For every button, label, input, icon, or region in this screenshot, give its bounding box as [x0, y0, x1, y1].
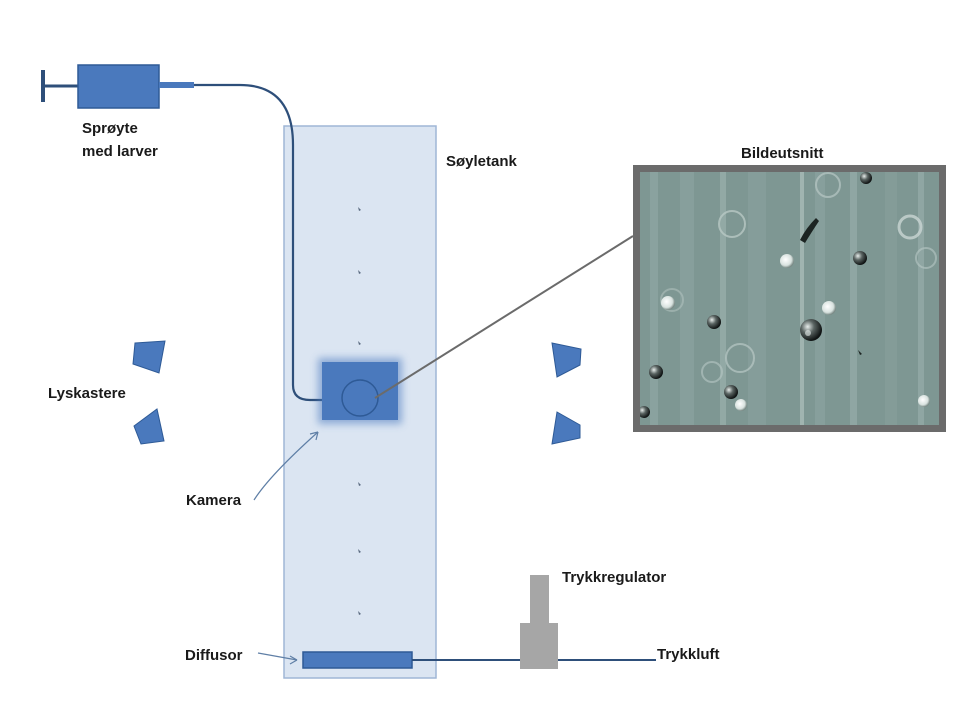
spotlight-left-top-icon — [132, 340, 166, 374]
spotlight-left-bottom-icon — [133, 408, 165, 445]
image-section-label: Bildeutsnitt — [741, 145, 824, 162]
larva-icon — [358, 270, 361, 274]
spotlights-label: Lyskastere — [48, 385, 126, 402]
syringe-label-line1: Sprøyte — [82, 120, 138, 137]
syringe — [41, 64, 194, 109]
larva-icon — [358, 207, 361, 211]
larvae-in-tank — [358, 207, 361, 615]
larva-icon — [358, 549, 361, 553]
image-section-inset — [633, 165, 946, 432]
larvae-feed-tube — [194, 83, 352, 402]
larva-icon — [358, 482, 361, 486]
pressure-regulator — [520, 575, 558, 669]
camera-label: Kamera — [186, 492, 242, 509]
camera-lens-icon — [341, 379, 379, 417]
syringe-barrel — [77, 64, 160, 109]
diffusor-arrow — [257, 652, 298, 665]
spotlight-right-top-icon — [551, 342, 582, 378]
zoom-line — [374, 235, 634, 399]
diffusor — [302, 651, 413, 669]
syringe-tip — [159, 82, 194, 88]
tank-label: Søyletank — [446, 153, 518, 170]
syringe-label-line2: med larver — [82, 143, 158, 160]
camera-arrow — [253, 431, 319, 501]
larva-icon — [358, 341, 361, 345]
camera — [318, 358, 402, 424]
diffusor-label: Diffusor — [185, 647, 243, 664]
pressure-regulator-label: Trykkregulator — [562, 569, 666, 586]
compressed-air-label: Trykkluft — [657, 646, 720, 663]
larva-icon — [358, 611, 361, 615]
spotlight-right-bottom-icon — [551, 411, 581, 445]
